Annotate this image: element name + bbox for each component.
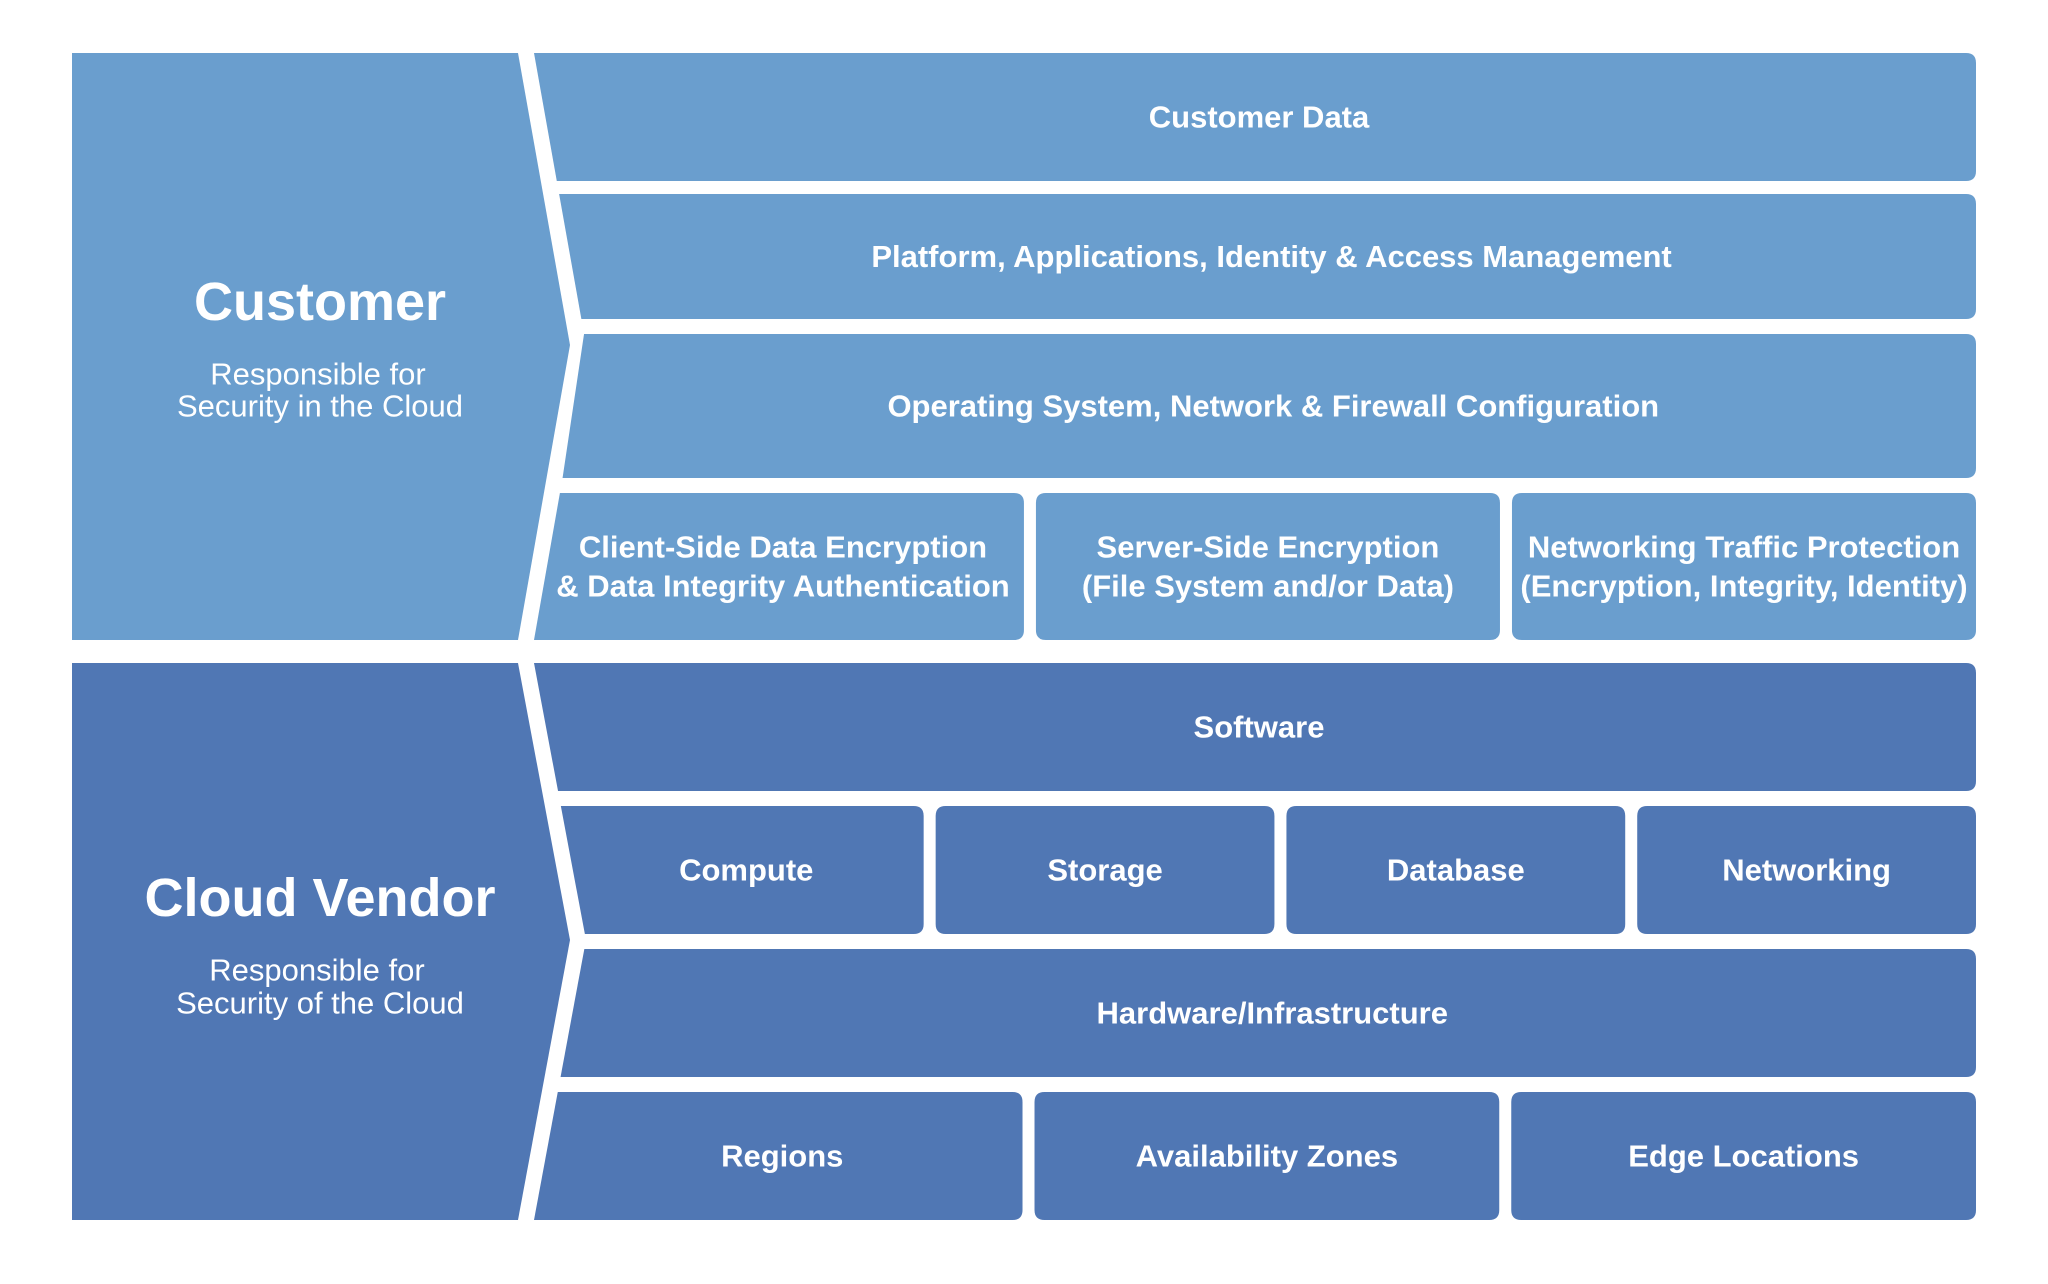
customer-cell-server-side-encryption-file-system-and-or-data-label-line-1: Server-Side Encryption	[1097, 530, 1440, 565]
customer-cell-operating-system-network-firewall-configuration-label: Operating System, Network & Firewall Con…	[887, 389, 1659, 424]
vendor-cell-networking	[1637, 806, 1976, 934]
customer-title: Customer	[194, 272, 446, 332]
customer-cell-platform-applications-identity-access-management	[559, 194, 1976, 319]
vendor-subtitle-line-2: Security of the Cloud	[176, 986, 464, 1021]
vendor-cell-regions-label: Regions	[721, 1139, 843, 1174]
vendor-cell-software-label: Software	[1194, 710, 1325, 745]
customer-cell-operating-system-network-firewall-configuration	[562, 334, 1976, 478]
vendor-cell-availability-zones-label: Availability Zones	[1136, 1139, 1398, 1174]
vendor-cell-hardware-infrastructure	[560, 949, 1976, 1077]
vendor-cell-networking-label: Networking	[1722, 853, 1891, 888]
vendor-cell-compute-label: Compute	[679, 853, 813, 888]
customer-cell-platform-applications-identity-access-management-label: Platform, Applications, Identity & Acces…	[871, 239, 1671, 274]
vendor-cell-software	[534, 663, 1976, 791]
customer-cell-customer-data	[534, 53, 1976, 181]
customer-cell-client-side-data-encryption-data-integrity-authentication	[534, 493, 1024, 640]
vendor-cell-edge-locations	[1511, 1092, 1976, 1220]
vendor-panel	[72, 663, 570, 1220]
customer-subtitle-line-2: Security in the Cloud	[177, 389, 463, 424]
vendor-cell-availability-zones	[1034, 1092, 1500, 1220]
vendor-cell-compute	[560, 806, 924, 934]
customer-cell-customer-data-label: Customer Data	[1149, 100, 1370, 135]
customer-panel	[72, 53, 570, 640]
customer-subtitle-line-1: Responsible for	[210, 357, 425, 392]
customer-cell-networking-traffic-protection-encryption-integrity-identity-label-line-2: (Encryption, Integrity, Identity)	[1520, 569, 1967, 604]
vendor-section: Cloud Vendor Responsible for Security of…	[72, 663, 1976, 1220]
customer-cell-networking-traffic-protection-encryption-integrity-identity	[1511, 493, 1976, 640]
vendor-cell-database-label: Database	[1387, 853, 1525, 888]
customer-section: Customer Responsible for Security in the…	[72, 53, 1976, 640]
customer-cell-client-side-data-encryption-data-integrity-authentication-label-line-2: & Data Integrity Authentication	[556, 569, 1010, 604]
vendor-cell-regions	[534, 1092, 1023, 1220]
vendor-cell-storage	[935, 806, 1275, 934]
vendor-cell-storage-label: Storage	[1047, 853, 1162, 888]
vendor-title: Cloud Vendor	[145, 868, 496, 928]
vendor-cell-hardware-infrastructure-label: Hardware/Infrastructure	[1097, 996, 1448, 1031]
customer-cell-networking-traffic-protection-encryption-integrity-identity-label-line-1: Networking Traffic Protection	[1528, 530, 1960, 565]
customer-cell-client-side-data-encryption-data-integrity-authentication-label-line-1: Client-Side Data Encryption	[579, 530, 987, 565]
vendor-cell-database	[1286, 806, 1626, 934]
vendor-cell-edge-locations-label: Edge Locations	[1628, 1139, 1859, 1174]
vendor-subtitle-line-1: Responsible for	[209, 953, 424, 988]
customer-cell-server-side-encryption-file-system-and-or-data	[1035, 493, 1500, 640]
customer-cell-server-side-encryption-file-system-and-or-data-label-line-2: (File System and/or Data)	[1082, 569, 1454, 604]
